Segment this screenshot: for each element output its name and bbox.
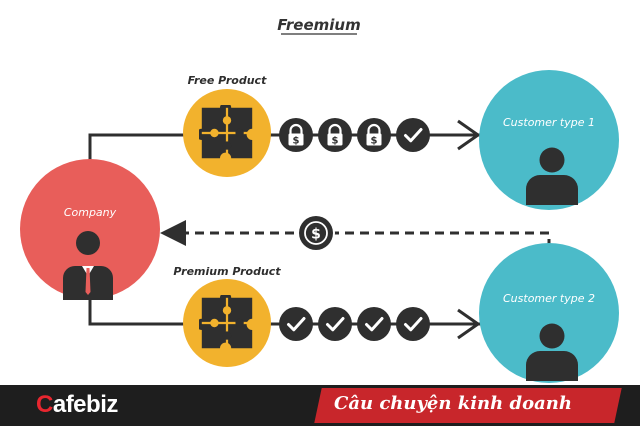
customer-type-1-label: Customer type 1 — [503, 116, 595, 129]
check-icon — [356, 306, 392, 342]
check-icon — [278, 306, 314, 342]
businessman-icon — [63, 231, 113, 300]
lock-dollar-icon — [356, 117, 392, 153]
cafebiz-banner: Cafebiz Câu chuyện kinh doanh — [0, 385, 640, 426]
revenue-return-arrowhead — [160, 220, 186, 246]
tagline-text: Câu chuyện kinh doanh — [334, 393, 572, 414]
check-icon — [395, 306, 431, 342]
customer-type-2-node — [479, 243, 619, 383]
company-node — [20, 159, 160, 299]
premium-product-label: Premium Product — [173, 265, 281, 278]
check-icon — [395, 117, 431, 153]
diagram-title: Freemium — [277, 16, 360, 34]
lock-dollar-icon — [317, 117, 353, 153]
premium-product-flow-line — [88, 297, 488, 326]
cafebiz-logo[interactable]: Cafebiz — [36, 391, 118, 419]
free-product-puzzle-icon — [199, 105, 254, 160]
customer-type-1-node — [479, 70, 619, 210]
free-flow-arrowhead — [457, 119, 480, 151]
dollar-coin-icon: $ — [297, 214, 335, 252]
svg-text:$: $ — [311, 227, 321, 243]
check-icon — [317, 306, 353, 342]
customer-type-2-label: Customer type 2 — [503, 292, 595, 305]
premium-flow-arrowhead — [457, 308, 480, 340]
brand-initial: C — [36, 391, 53, 418]
revenue-return-line — [185, 231, 551, 248]
company-label: Company — [64, 206, 117, 219]
premium-product-puzzle-icon — [199, 295, 254, 350]
free-product-flow-line — [88, 133, 488, 161]
free-product-label: Free Product — [188, 74, 267, 87]
lock-dollar-icon — [278, 117, 314, 153]
brand-rest: afebiz — [52, 391, 119, 418]
